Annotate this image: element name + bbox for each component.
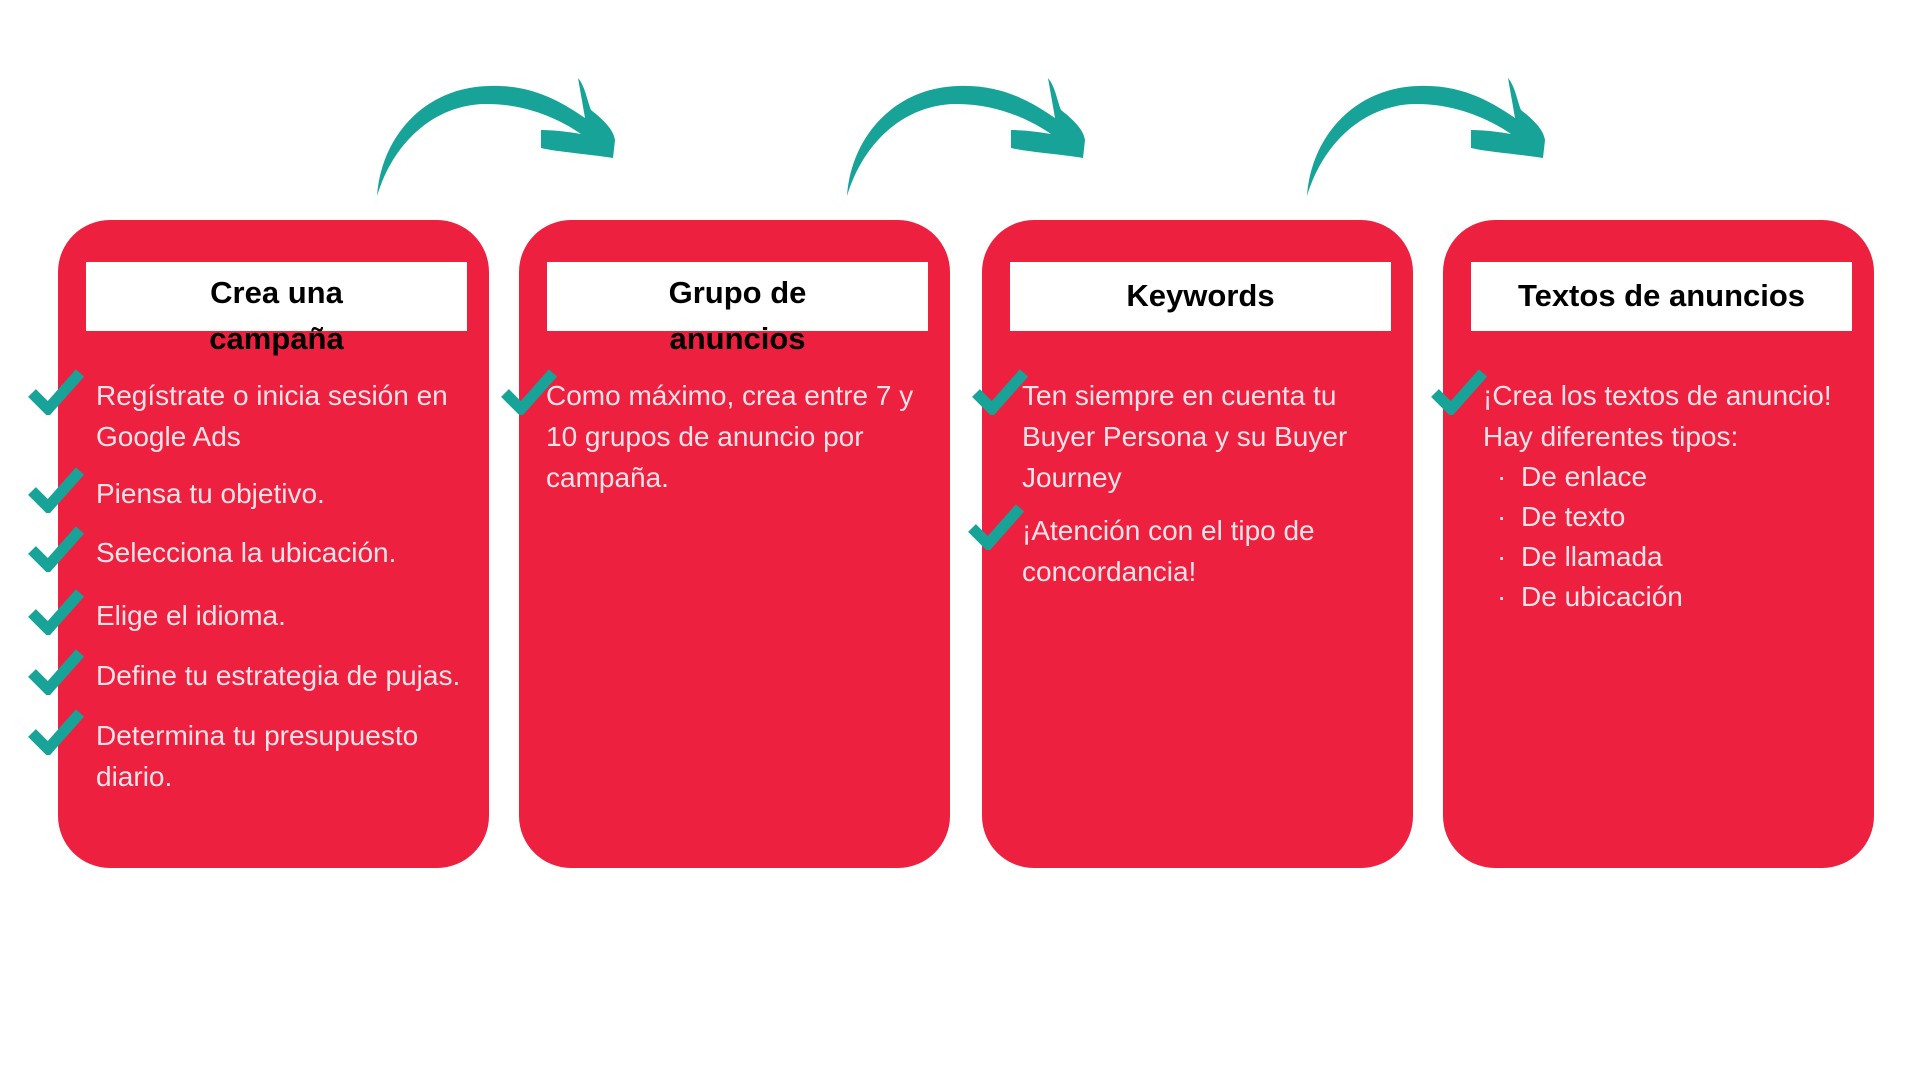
step-card-grupo-anuncios: Grupo de anuncios Como máximo, crea entr… <box>501 220 950 868</box>
checklist: ¡Crea los textos de anuncio! Hay diferen… <box>1431 369 1874 617</box>
card-title: Grupo de anuncios <box>668 275 807 356</box>
list-item: Piensa tu objetivo. <box>28 467 489 514</box>
card-header-box <box>1010 262 1391 331</box>
card-header-box <box>1471 262 1852 331</box>
card-header-box <box>86 262 467 331</box>
card-header-box <box>547 262 928 331</box>
list-item: Elige el idioma. <box>28 589 489 636</box>
checklist: Como máximo, crea entre 7 y 10 grupos de… <box>501 369 950 498</box>
checkmark-icon <box>28 526 84 572</box>
card-title: Crea una campaña <box>209 275 344 356</box>
sub-list-item: ·De enlace <box>1497 461 1648 492</box>
step-card-keywords: Keywords Ten siempre en cuenta tu Buyer … <box>968 220 1413 868</box>
checkmark-icon <box>28 467 84 513</box>
curved-arrow-icon <box>847 78 1085 196</box>
card-title: Textos de anuncios <box>1517 278 1806 313</box>
checkmark-icon <box>28 649 84 695</box>
sub-list-item: ·De ubicación <box>1497 581 1683 612</box>
sub-list-item: ·De llamada <box>1497 541 1663 572</box>
list-item: Ten siempre en cuenta tu Buyer Persona y… <box>972 369 1413 498</box>
curved-arrow-icon <box>377 78 615 196</box>
sub-list-item: ·De texto <box>1497 501 1626 532</box>
step-card-textos-anuncios: Textos de anuncios ¡Crea los textos de a… <box>1431 220 1874 868</box>
list-item: Como máximo, crea entre 7 y 10 grupos de… <box>501 369 950 498</box>
curved-arrow-icon <box>1307 78 1545 196</box>
checkmark-icon <box>1431 369 1487 415</box>
checkmark-icon <box>28 589 84 635</box>
list-item: Selecciona la ubicación. <box>28 526 489 573</box>
card-title: Keywords <box>1126 278 1275 313</box>
checkmark-icon <box>28 369 84 415</box>
checklist: Ten siempre en cuenta tu Buyer Persona y… <box>968 369 1413 592</box>
checkmark-icon <box>28 709 84 755</box>
list-item: ¡Atención con el tipo de concordancia! <box>968 504 1413 592</box>
list-item: Regístrate o inicia sesión en Google Ads <box>28 369 489 457</box>
list-item: Define tu estrategia de pujas. <box>28 649 489 696</box>
checkmark-icon <box>968 504 1024 550</box>
step-card-crea-campana: Crea una campaña Regístrate o inicia ses… <box>28 220 489 868</box>
checkmark-icon <box>972 369 1028 415</box>
checklist: Regístrate o inicia sesión en Google Ads… <box>28 369 489 797</box>
list-item: Determina tu presupuesto diario. <box>28 709 489 797</box>
checkmark-icon <box>501 369 557 415</box>
list-item: ¡Crea los textos de anuncio! Hay diferen… <box>1431 369 1874 457</box>
